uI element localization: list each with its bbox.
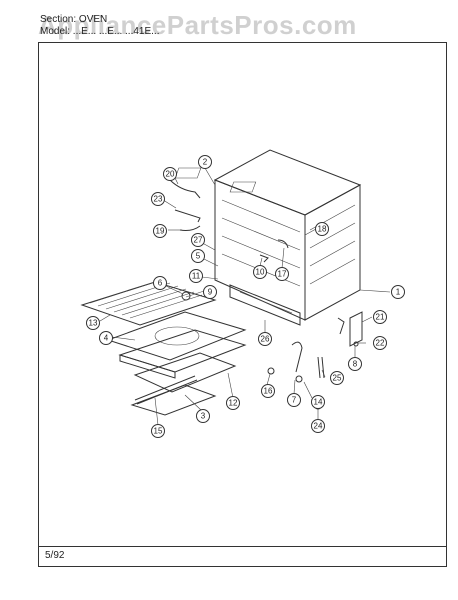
callout-4: 4 bbox=[99, 331, 113, 345]
callout-22: 22 bbox=[373, 336, 387, 350]
svg-text:18: 18 bbox=[318, 225, 327, 234]
svg-text:2: 2 bbox=[203, 158, 208, 167]
right-side-parts bbox=[267, 311, 363, 410]
svg-text:1: 1 bbox=[396, 288, 401, 297]
callout-16: 16 bbox=[261, 384, 275, 398]
diagram-frame bbox=[38, 42, 447, 547]
svg-text:4: 4 bbox=[104, 334, 109, 343]
svg-text:23: 23 bbox=[154, 195, 163, 204]
svg-text:5: 5 bbox=[196, 252, 201, 261]
callout-7: 7 bbox=[287, 393, 301, 407]
svg-text:24: 24 bbox=[314, 422, 323, 431]
bottom-panel bbox=[106, 311, 247, 361]
callout-26: 26 bbox=[258, 332, 272, 346]
broiler-pan bbox=[118, 329, 247, 379]
callout-17: 17 bbox=[275, 267, 289, 281]
sensor-parts bbox=[169, 179, 289, 301]
svg-text:10: 10 bbox=[256, 268, 265, 277]
callout-21: 21 bbox=[373, 310, 387, 324]
callout-20: 20 bbox=[163, 167, 177, 181]
callout-11: 11 bbox=[189, 269, 203, 283]
callout-1: 1 bbox=[391, 285, 405, 299]
callout-14: 14 bbox=[311, 395, 325, 409]
callout-24: 24 bbox=[311, 419, 325, 433]
callout-25: 25 bbox=[330, 371, 344, 385]
callout-3: 3 bbox=[196, 409, 210, 423]
svg-text:17: 17 bbox=[278, 270, 287, 279]
svg-text:12: 12 bbox=[229, 399, 238, 408]
burner-tube bbox=[134, 375, 198, 405]
callout-6: 6 bbox=[153, 276, 167, 290]
callout-8: 8 bbox=[348, 357, 362, 371]
svg-text:6: 6 bbox=[158, 279, 163, 288]
svg-text:3: 3 bbox=[201, 412, 206, 421]
svg-text:9: 9 bbox=[208, 288, 213, 297]
svg-text:7: 7 bbox=[292, 396, 297, 405]
callout-2: 2 bbox=[198, 155, 212, 169]
svg-text:16: 16 bbox=[264, 387, 273, 396]
header: Section: OVEN Model: ...E... ...E... ...… bbox=[40, 14, 160, 38]
drawer-pan bbox=[130, 352, 237, 416]
callout-18: 18 bbox=[315, 222, 329, 236]
svg-text:11: 11 bbox=[192, 272, 201, 281]
svg-text:25: 25 bbox=[333, 374, 342, 383]
section-title: Section: OVEN bbox=[40, 14, 108, 25]
callout-19: 19 bbox=[153, 224, 167, 238]
svg-text:22: 22 bbox=[376, 339, 385, 348]
svg-text:26: 26 bbox=[261, 335, 270, 344]
callout-13: 13 bbox=[86, 316, 100, 330]
footer: 5/92 bbox=[38, 547, 447, 567]
oven-rack bbox=[80, 279, 217, 326]
footer-date: 5/92 bbox=[45, 550, 65, 561]
callout-15: 15 bbox=[151, 424, 165, 438]
callout-23: 23 bbox=[151, 192, 165, 206]
svg-text:13: 13 bbox=[89, 319, 98, 328]
svg-text:14: 14 bbox=[314, 398, 323, 407]
callout-12: 12 bbox=[226, 396, 240, 410]
callout-5: 5 bbox=[191, 249, 205, 263]
svg-text:15: 15 bbox=[154, 427, 163, 436]
model-line: Model: ...E... ...E... ...41E... bbox=[40, 26, 160, 37]
svg-text:27: 27 bbox=[194, 236, 203, 245]
callout-10: 10 bbox=[253, 265, 267, 279]
svg-text:20: 20 bbox=[166, 170, 175, 179]
callout-27: 27 bbox=[191, 233, 205, 247]
leader-lines bbox=[99, 167, 391, 426]
svg-text:21: 21 bbox=[376, 313, 385, 322]
svg-text:8: 8 bbox=[353, 360, 358, 369]
svg-text:19: 19 bbox=[156, 227, 165, 236]
callout-9: 9 bbox=[203, 285, 217, 299]
